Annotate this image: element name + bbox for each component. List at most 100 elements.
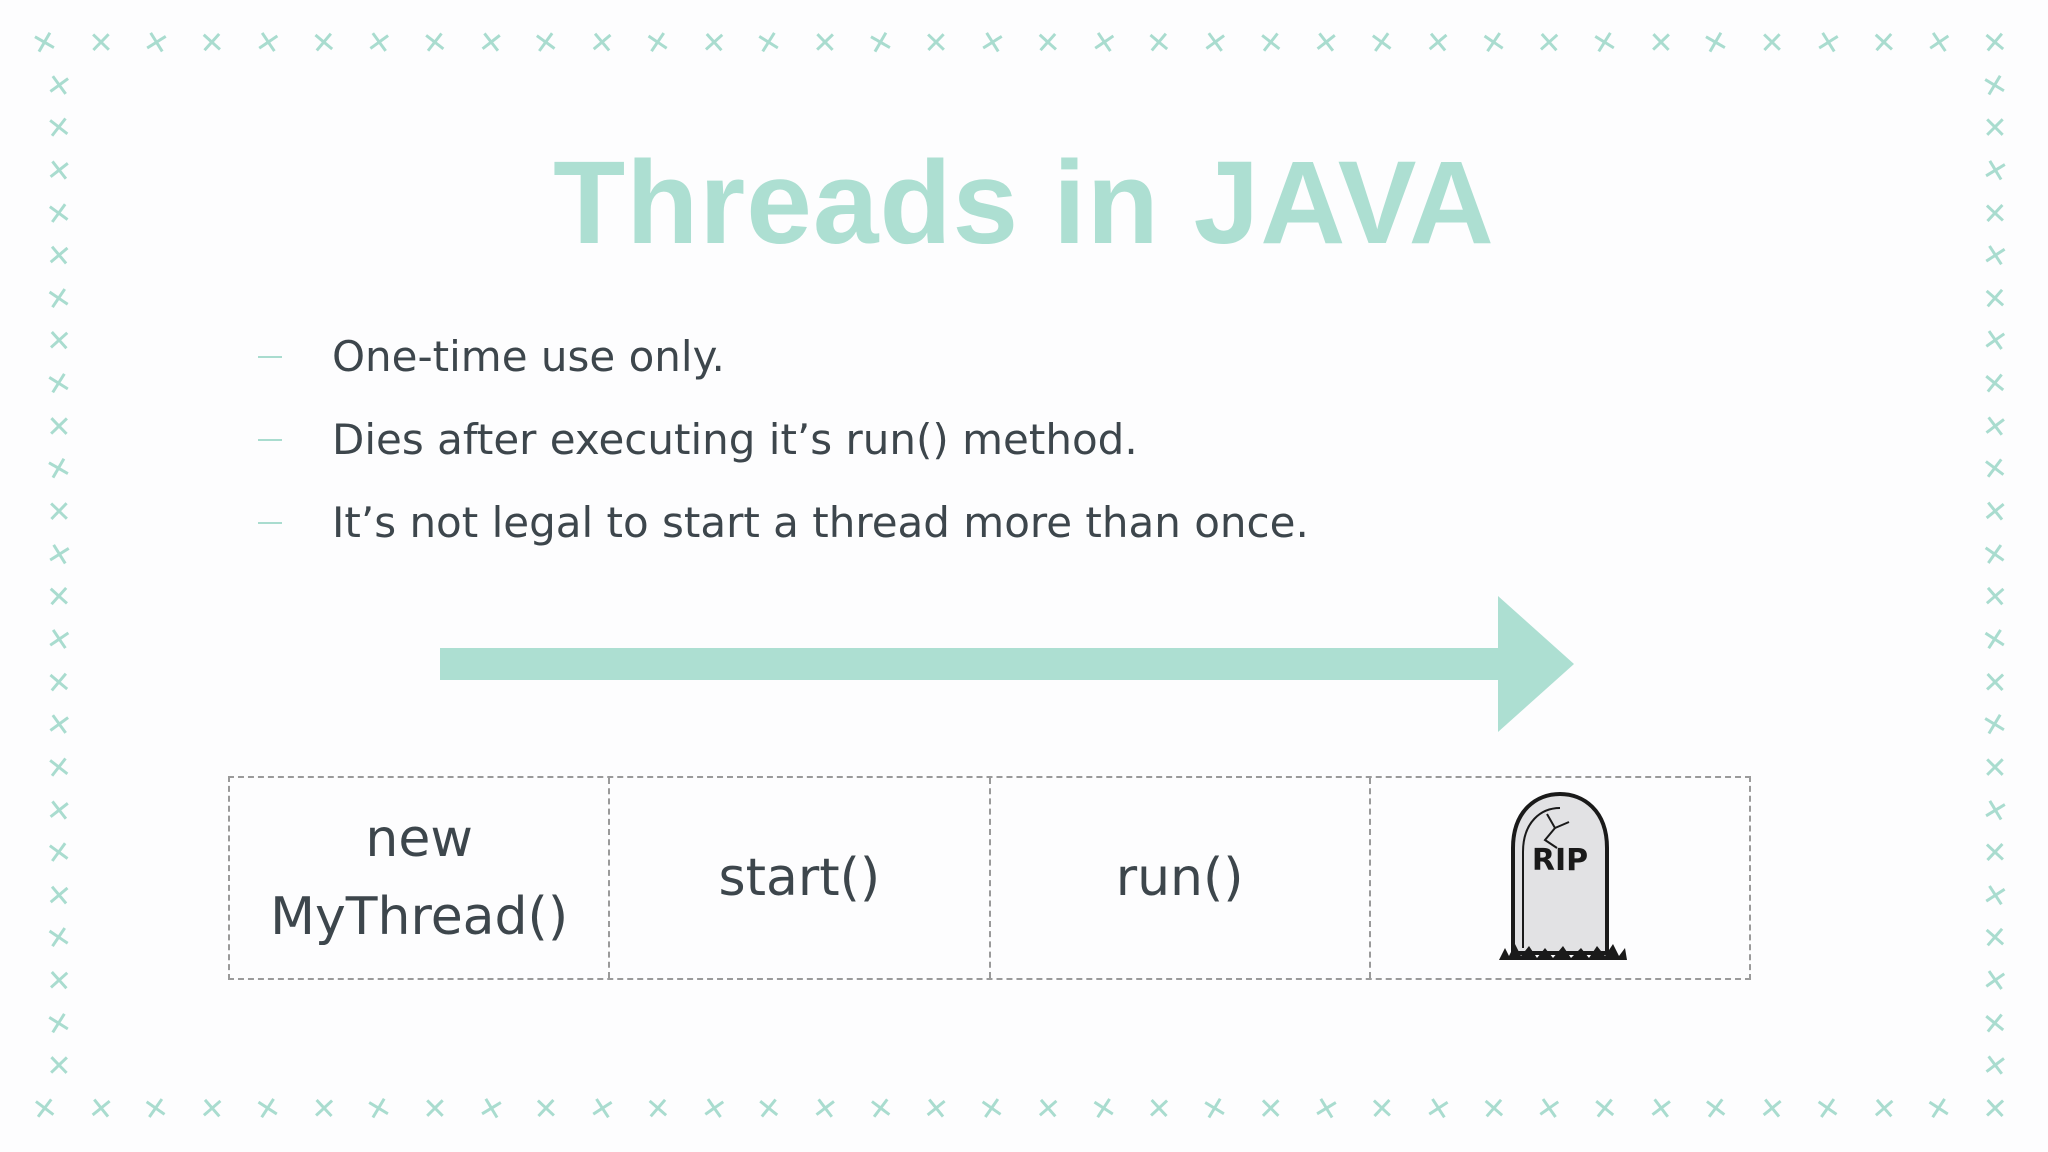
border-x-icon: ✕: [1981, 1091, 2009, 1128]
border-x-icon: ✕: [43, 279, 75, 319]
border-x-icon: ✕: [422, 1092, 448, 1127]
border-x-icon: ✕: [1310, 1089, 1343, 1130]
border-x-icon: ✕: [1982, 750, 2008, 786]
border-x-icon: ✕: [1087, 23, 1120, 64]
border-x-icon: ✕: [46, 409, 72, 445]
border-x-icon: ✕: [923, 25, 950, 62]
border-x-icon: ✕: [1699, 23, 1733, 64]
border-x-icon: ✕: [1199, 24, 1231, 63]
border-x-icon: ✕: [1978, 705, 2012, 746]
border-x-icon: ✕: [1757, 1090, 1787, 1129]
border-x-icon: ✕: [309, 24, 338, 63]
border-x-icon: ✕: [1981, 280, 2009, 318]
border-x-icon: ✕: [531, 24, 562, 63]
border-x-icon: ✕: [865, 1090, 896, 1129]
border-x-icon: ✕: [1980, 493, 2010, 532]
border-x-icon: ✕: [1978, 791, 2012, 832]
border-x-icon: ✕: [362, 1089, 396, 1130]
border-x-icon: ✕: [44, 877, 74, 915]
border-x-icon: ✕: [42, 535, 76, 576]
slide-title: Threads in JAVA: [553, 137, 1495, 269]
stage-cell-start: start(): [610, 778, 991, 978]
border-x-icon: ✕: [976, 23, 1009, 64]
border-x-icon: ✕: [42, 1004, 76, 1045]
border-x-icon: ✕: [1146, 1091, 1173, 1128]
border-x-icon: ✕: [1923, 23, 1956, 64]
border-x-icon: ✕: [1979, 962, 2011, 1002]
border-x-icon: ✕: [1980, 365, 2010, 404]
border-x-icon: ✕: [28, 23, 62, 64]
stage-label: run(): [1115, 848, 1244, 908]
stage-cell-run: run(): [991, 778, 1371, 978]
border-x-icon: ✕: [43, 706, 75, 745]
border-x-icon: ✕: [1422, 1089, 1454, 1130]
border-x-icon: ✕: [198, 25, 226, 62]
border-x-icon: ✕: [1980, 24, 2009, 63]
border-x-icon: ✕: [1588, 23, 1622, 64]
bullet-dash-icon: [258, 356, 282, 358]
border-x-icon: ✕: [86, 1090, 116, 1129]
border-x-icon: ✕: [1978, 66, 2012, 107]
border-x-icon: ✕: [1256, 24, 1286, 63]
border-x-icon: ✕: [863, 23, 898, 64]
border-x-icon: ✕: [1981, 665, 2009, 702]
bullet-dash-icon: [258, 439, 282, 441]
border-x-icon: ✕: [1981, 920, 2009, 958]
border-x-icon: ✕: [700, 25, 728, 62]
border-x-icon: ✕: [810, 1090, 840, 1129]
border-x-icon: ✕: [1087, 1089, 1120, 1130]
border-x-icon: ✕: [1533, 1090, 1565, 1129]
border-x-icon: ✕: [1870, 25, 1897, 62]
border-x-icon: ✕: [1258, 1092, 1284, 1127]
border-x-icon: ✕: [44, 664, 73, 702]
border-x-icon: ✕: [698, 1090, 730, 1129]
border-x-icon: ✕: [198, 1091, 226, 1128]
border-x-icon: ✕: [44, 749, 74, 788]
border-x-icon: ✕: [586, 1089, 619, 1130]
border-x-icon: ✕: [1645, 1090, 1676, 1129]
stage-cell-new: new MyThread(): [230, 778, 611, 978]
tombstone-label: RIP: [1532, 843, 1588, 878]
border-x-icon: ✕: [1477, 23, 1510, 64]
border-x-icon: ✕: [43, 834, 75, 873]
border-x-icon: ✕: [754, 1090, 784, 1129]
border-x-icon: ✕: [1034, 1091, 1062, 1128]
border-x-icon: ✕: [1979, 876, 2012, 917]
bullet-text: Dies after executing it’s run() method.: [332, 415, 1138, 464]
stage-cell-dead: RIP: [1371, 778, 1749, 978]
border-x-icon: ✕: [1979, 322, 2011, 362]
border-x-icon: ✕: [252, 23, 284, 64]
border-x-icon: ✕: [87, 25, 114, 62]
bullet-text: It’s not legal to start a thread more th…: [332, 498, 1309, 547]
border-x-icon: ✕: [140, 1090, 172, 1129]
border-x-icon: ✕: [1701, 1090, 1732, 1129]
border-x-icon: ✕: [812, 25, 838, 62]
border-x-icon: ✕: [1982, 111, 2008, 147]
border-x-icon: ✕: [1590, 1090, 1620, 1129]
border-x-icon: ✕: [476, 24, 506, 63]
border-x-icon: ✕: [1145, 24, 1174, 63]
border-x-icon: ✕: [1923, 1089, 1956, 1130]
border-x-icon: ✕: [533, 1091, 560, 1128]
border-x-icon: ✕: [474, 1089, 508, 1130]
border-x-icon: ✕: [1198, 1089, 1232, 1130]
border-x-icon: ✕: [420, 24, 450, 63]
border-x-icon: ✕: [976, 1090, 1008, 1129]
border-x-icon: ✕: [310, 1091, 337, 1128]
border-x-icon: ✕: [1979, 535, 2011, 575]
border-x-icon: ✕: [364, 24, 395, 63]
border-x-icon: ✕: [1479, 1091, 1508, 1128]
border-x-icon: ✕: [45, 323, 73, 361]
border-x-icon: ✕: [1647, 25, 1674, 62]
border-x-icon: ✕: [46, 1049, 72, 1085]
border-x-icon: ✕: [1812, 1090, 1844, 1129]
lifecycle-stages-table: new MyThread() start() run() RIP: [228, 776, 1751, 980]
bullet-text: One-time use only.: [332, 332, 725, 381]
border-x-icon: ✕: [1981, 579, 2009, 617]
border-x-icon: ✕: [43, 620, 75, 661]
border-x-icon: ✕: [43, 919, 75, 959]
border-x-icon: ✕: [42, 364, 76, 405]
border-x-icon: ✕: [1759, 25, 1785, 62]
border-x-icon: ✕: [45, 963, 73, 1000]
